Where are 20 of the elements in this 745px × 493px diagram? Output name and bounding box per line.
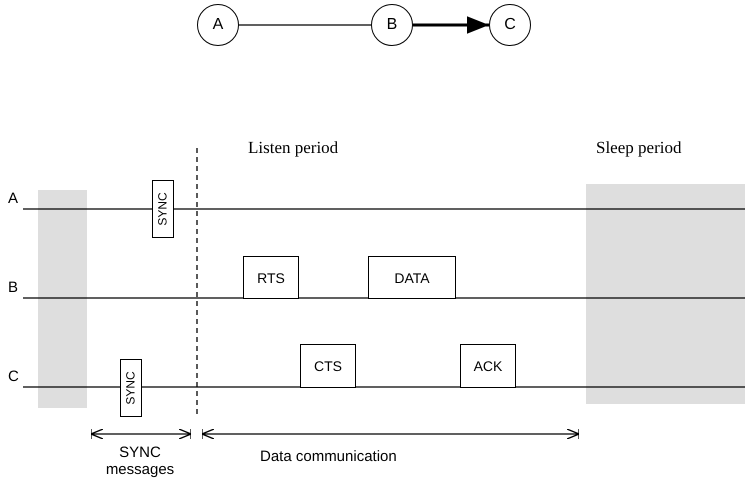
row-label: C (8, 368, 19, 385)
period-label: Listen period (248, 138, 338, 158)
packet-box: DATA (368, 256, 456, 299)
row-label: A (8, 190, 18, 207)
node-circle: A (197, 4, 239, 46)
sleep-period-band (586, 184, 745, 404)
packet-box: SYNC (152, 180, 174, 238)
packet-box: ACK (460, 344, 516, 388)
arrow (413, 16, 489, 34)
node-circle: C (489, 4, 531, 46)
packet-box: CTS (300, 344, 356, 388)
packet-box: SYNC (120, 359, 142, 417)
node-circle: B (371, 4, 413, 46)
dimension-label: Data communication (260, 448, 397, 465)
connector-line (239, 24, 371, 26)
sleep-period-band (38, 190, 87, 408)
dimension-label: SYNC messages (104, 444, 176, 478)
period-label: Sleep period (596, 138, 682, 158)
packet-box: RTS (243, 256, 299, 299)
row-label: B (8, 279, 18, 296)
